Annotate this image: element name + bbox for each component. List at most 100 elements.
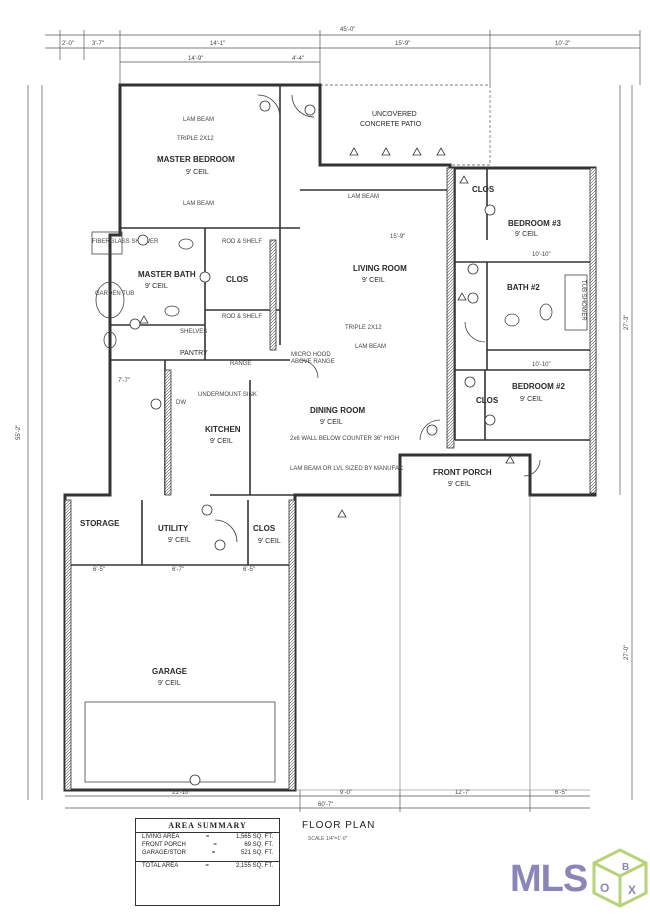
note-lam-beam-4: LAM BEAM	[355, 344, 386, 350]
note-rod-shelf-1: ROD & SHELF	[222, 239, 262, 245]
area-row-value: 521 SQ. FT.	[240, 850, 273, 856]
top-dimension-lines: 45'-0" 2'-0" 3'-7" 14'-1" 15'-9" 10'-2" …	[45, 27, 641, 85]
bath2-sink	[504, 313, 520, 327]
mb-width-dim: 14'-9"	[188, 56, 203, 62]
area-row-equals: =	[211, 850, 216, 856]
bedroom3-ceiling: 9' CEIL	[515, 231, 538, 238]
mb-sink-1	[178, 238, 194, 250]
area-total-value: 2,155 SQ. FT.	[235, 863, 273, 869]
mb-sink-2	[164, 305, 180, 317]
kitchen-width-dim: 7'-7"	[118, 378, 130, 384]
garage-ceiling: 9' CEIL	[158, 680, 181, 687]
note-range: RANGE	[230, 361, 251, 367]
note-lam-beam-3: LAM BEAM	[348, 194, 379, 200]
box-letter-o: O	[600, 881, 609, 895]
fixtures	[84, 231, 588, 783]
driveway-lines	[295, 495, 590, 791]
kitchen-ceiling: 9' CEIL	[210, 438, 233, 445]
utility-label: UTILITY	[158, 524, 189, 533]
patio-label-2: CONCRETE PATIO	[360, 121, 422, 128]
top-dim-2: 3'-7"	[92, 41, 104, 47]
area-row-equals: =	[213, 842, 217, 848]
exterior-walls	[63, 83, 597, 792]
area-summary-box: AREA SUMMARY LIVING AREA = 1,565 SQ. FT.…	[135, 818, 280, 906]
top-dim-3: 14'-1"	[210, 41, 225, 47]
note-dw: DW	[176, 400, 186, 406]
utility-ceiling: 9' CEIL	[168, 537, 191, 544]
note-lam-beam-1: LAM BEAM	[183, 117, 214, 123]
area-row-label: LIVING AREA	[142, 834, 180, 840]
note-rod-shelf-2: ROD & SHELF	[222, 314, 262, 320]
note-clos-bed2: CLOS	[476, 396, 499, 405]
note-shelves: SHELVES	[180, 329, 207, 335]
bath2-toilet	[539, 303, 553, 321]
dining-room-label: DINING ROOM	[310, 406, 365, 415]
patio-label-1: UNCOVERED	[372, 111, 417, 118]
bedroom2-ceiling: 9' CEIL	[520, 396, 543, 403]
door-swing-3	[299, 359, 319, 379]
right-lower-dim: 27'-0"	[624, 645, 630, 660]
bedroom2-label: BEDROOM #2	[512, 382, 565, 391]
kitchen-label: KITCHEN	[205, 425, 241, 434]
area-row-label: GARAGE/STOR	[142, 850, 186, 856]
note-lam-beam-sized: LAM BEAM OR LVL SIZED BY MANUFAC	[290, 466, 404, 472]
interior-dims: 15'-9" 10'-10" 10'-10" 6'-5" 6'-7" 6'-5"…	[93, 234, 551, 573]
master-bedroom-ceiling: 9' CEIL	[186, 169, 209, 176]
mls-box-logo: MLS B O X	[510, 846, 650, 910]
note-triple-2: TRIPLE 2X12	[345, 325, 382, 331]
right-depth-dim: 27'-3"	[624, 315, 630, 330]
overall-top-width: 45'-0"	[340, 27, 355, 33]
top-dim-5: 10'-2"	[555, 41, 570, 47]
side-dimension-lines: 55'-2" 27'-3" 27'-0"	[16, 85, 633, 800]
note-counter: 2x6 WALL BELOW COUNTER 36" HIGH	[290, 436, 399, 442]
pantry-label: PANTRY	[180, 350, 208, 357]
garage-width-dim: 21'-10"	[172, 790, 191, 796]
overall-bottom-width: 60'-7"	[318, 802, 333, 808]
door-swing-2	[291, 94, 315, 118]
bath2-width-dim: 10'-10"	[532, 362, 551, 368]
clos-width-dim: 6'-5"	[243, 567, 255, 573]
front-porch-label: FRONT PORCH	[433, 468, 492, 477]
door-swing-7	[523, 459, 541, 477]
bottom-mid-dim: 9'-0"	[340, 790, 352, 796]
door-swing-4	[419, 419, 441, 441]
master-bath-ceiling: 9' CEIL	[145, 283, 168, 290]
hatched-walls	[64, 167, 597, 791]
bedroom3-label: BEDROOM #3	[508, 219, 561, 228]
plan-notes: LAM BEAM TRIPLE 2X12 LAM BEAM LAM BEAM T…	[92, 117, 586, 472]
note-fiberglass-shower: FIBERGLASS SHOWER	[92, 239, 159, 245]
note-undermount: UNDERMOUNT SINK	[198, 392, 257, 398]
area-row-label: FRONT PORCH	[142, 842, 186, 848]
top-dim-1: 2'-0"	[62, 41, 74, 47]
mb-small-dim: 4'-4"	[292, 56, 304, 62]
bottom-a-dim: 12'-7"	[455, 790, 470, 796]
top-dim-4: 15'-9"	[395, 41, 410, 47]
area-row: LIVING AREA = 1,565 SQ. FT.	[136, 833, 279, 841]
bath2-label: BATH #2	[507, 283, 540, 292]
area-total-equals: =	[205, 863, 209, 869]
note-clos-mb: CLOS	[226, 275, 249, 284]
bath2-tub	[564, 274, 588, 331]
door-swings	[214, 94, 541, 543]
living-room-ceiling: 9' CEIL	[362, 277, 385, 284]
left-depth-dim: 55'-2"	[16, 425, 22, 440]
garden-tub-fixture	[95, 281, 125, 319]
note-microhood: MICRO HOOD	[291, 352, 331, 358]
garage-label: GARAGE	[152, 667, 188, 676]
area-row-value: 69 SQ. FT.	[244, 842, 273, 848]
utility-closet-ceiling: 9' CEIL	[258, 538, 281, 545]
utility-width-dim: 6'-7"	[172, 567, 184, 573]
area-row: FRONT PORCH = 69 SQ. FT.	[136, 841, 279, 849]
note-above-range: ABOVE RANGE	[291, 359, 335, 365]
storage-width-dim: 6'-5"	[93, 567, 105, 573]
symbol-markers	[129, 100, 515, 786]
door-swing-6	[464, 321, 486, 343]
bottom-b-dim: 6'-5"	[555, 790, 567, 796]
area-summary-title: AREA SUMMARY	[136, 819, 279, 833]
door-swing-1	[257, 94, 281, 118]
master-bedroom-label: MASTER BEDROOM	[157, 155, 235, 164]
garage-door-outline	[84, 701, 276, 783]
plan-title: FLOOR PLAN	[302, 820, 376, 831]
utility-closet-label: CLOS	[253, 524, 276, 533]
